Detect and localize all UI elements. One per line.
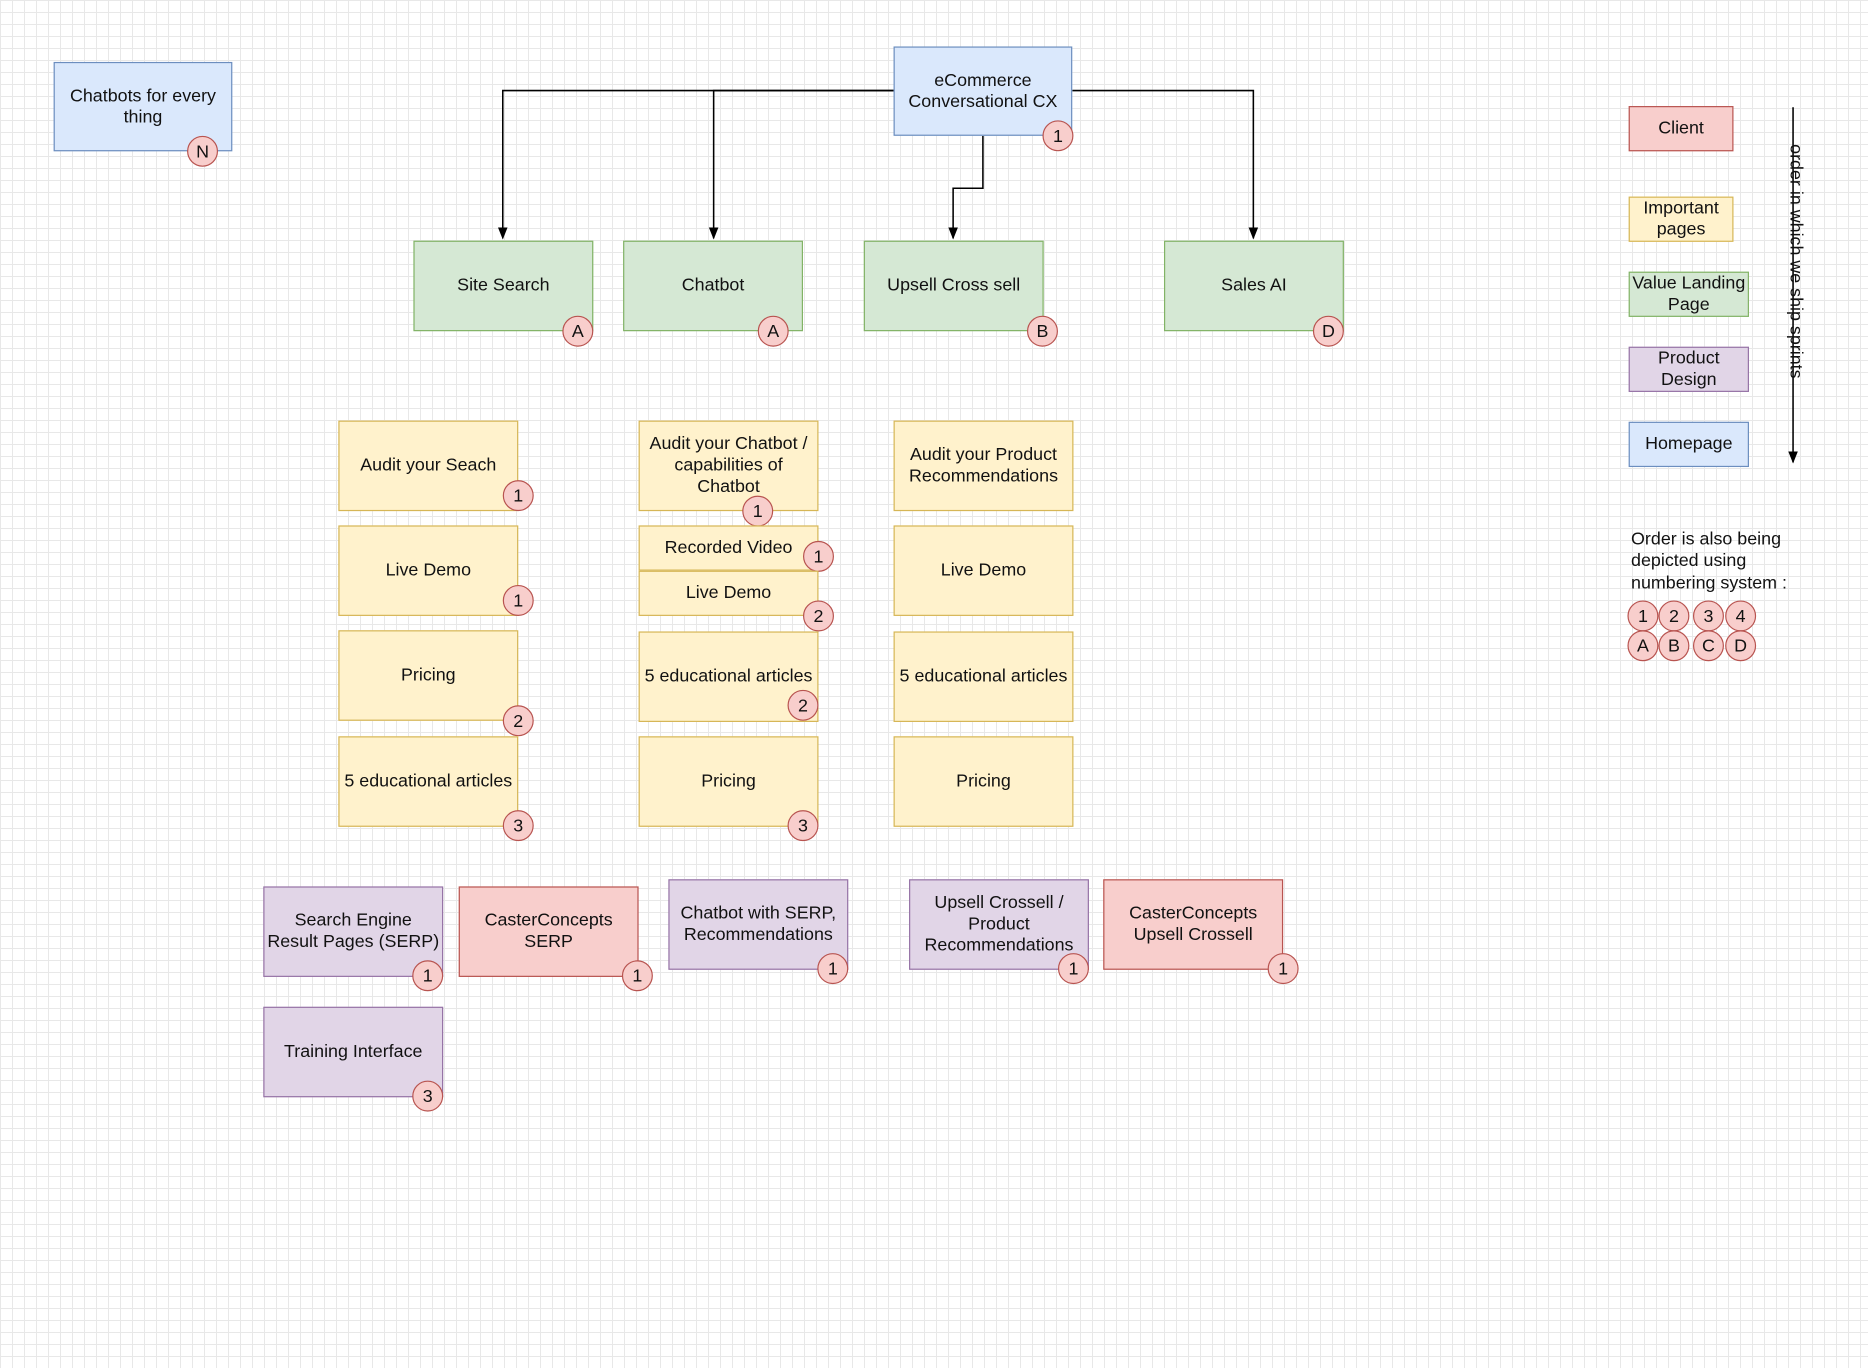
order-badge: N <box>187 135 219 167</box>
node-label: 5 educational articles <box>899 665 1068 687</box>
node-label: Chatbot with SERP, Recommendations <box>680 903 837 945</box>
legend-client: Client <box>1628 106 1734 152</box>
node-label: Chatbots for every thing <box>69 85 216 127</box>
node-upsell-cross-sell[interactable]: Upsell Cross sell <box>863 240 1044 332</box>
order-badge: 3 <box>412 1080 444 1112</box>
order-badge: B <box>1026 315 1058 347</box>
order-badge: 2 <box>803 600 834 632</box>
node-label: Pricing <box>400 664 456 686</box>
node-ss-live-demo[interactable]: Live Demo <box>338 525 519 616</box>
node-ss-audit[interactable]: Audit your Seach <box>338 420 519 512</box>
order-badge: 1 <box>817 953 849 985</box>
connector-layer <box>498 89 1798 464</box>
node-label: 5 educational articles <box>644 665 813 687</box>
legend-letter-badge: D <box>1725 630 1757 662</box>
node-label: Upsell Cross sell <box>887 275 1021 296</box>
order-badge: 1 <box>803 540 834 572</box>
node-label: Live Demo <box>940 559 1027 581</box>
order-badge: 1 <box>412 960 444 992</box>
legend-label: Important pages <box>1643 197 1719 240</box>
node-cb-audit[interactable]: Audit your Chatbot / capabilities of Cha… <box>638 420 819 512</box>
legend-letter-badge: B <box>1658 630 1690 662</box>
node-label: Search Engine Result Pages (SERP) <box>267 910 440 952</box>
order-badge: 1 <box>1267 953 1299 985</box>
legend-letter-badge: A <box>1627 630 1659 662</box>
order-badge: 1 <box>1042 120 1074 152</box>
sprint-order-label: order in which we ship sprints <box>1785 144 1807 379</box>
node-ss-articles[interactable]: 5 educational articles <box>338 736 519 827</box>
legend-label: Product Design <box>1658 347 1720 390</box>
node-label: Live Demo <box>385 559 472 581</box>
legend-number-badge: 2 <box>1658 600 1690 632</box>
node-label: Chatbot <box>681 275 745 296</box>
node-up-articles[interactable]: 5 educational articles <box>893 631 1074 722</box>
node-label: Audit your Chatbot / capabilities of Cha… <box>649 433 808 497</box>
node-label: Pricing <box>956 770 1011 792</box>
numbering-note: Order is also being depicted using numbe… <box>1631 528 1787 593</box>
node-cb-recorded-video[interactable]: Recorded Video <box>638 525 819 571</box>
node-upsell-recommendations[interactable]: Upsell Crossell / Product Recommendation… <box>909 879 1089 970</box>
node-casterconcepts-upsell[interactable]: CasterConcepts Upsell Crossell <box>1103 879 1284 970</box>
node-label: Audit your Product Recommendations <box>909 444 1059 487</box>
order-badge: 1 <box>502 584 534 616</box>
node-label: Live Demo <box>685 582 772 603</box>
edge-root-to-site-search <box>498 89 894 240</box>
order-badge: A <box>562 315 594 347</box>
node-site-search[interactable]: Site Search <box>413 240 594 332</box>
node-sales-ai[interactable]: Sales AI <box>1163 240 1344 332</box>
node-serp[interactable]: Search Engine Result Pages (SERP) <box>263 886 444 977</box>
order-badge: 3 <box>502 810 534 842</box>
order-badge: 1 <box>621 960 653 992</box>
legend-label: Client <box>1658 117 1704 139</box>
node-label: Audit your Seach <box>360 455 497 476</box>
node-label: Recorded Video <box>664 537 793 558</box>
legend-letter-badge: C <box>1692 630 1724 662</box>
node-label: Site Search <box>457 275 550 296</box>
order-badge: D <box>1312 315 1344 347</box>
node-up-audit[interactable]: Audit your Product Recommendations <box>893 420 1074 512</box>
node-chatbots-for-every-thing[interactable]: Chatbots for every thing <box>53 61 233 152</box>
node-label: Upsell Crossell / Product Recommendation… <box>924 892 1074 956</box>
node-label: eCommerce Conversational CX <box>908 69 1058 112</box>
order-badge: 1 <box>502 480 534 512</box>
edge-root-to-sales-ai <box>1072 89 1259 240</box>
node-chatbot-serp[interactable]: Chatbot with SERP, Recommendations <box>668 879 849 970</box>
node-label: CasterConcepts Upsell Crossell <box>1129 903 1258 945</box>
node-label: Pricing <box>701 770 756 792</box>
node-training-interface[interactable]: Training Interface <box>263 1006 444 1098</box>
node-cb-live-demo[interactable]: Live Demo <box>638 570 819 616</box>
order-badge: A <box>757 315 789 347</box>
legend-number-badge: 3 <box>1692 600 1724 632</box>
legend-homepage: Homepage <box>1628 421 1749 468</box>
node-label: Sales AI <box>1221 275 1287 296</box>
node-root[interactable]: eCommerce Conversational CX <box>893 46 1073 136</box>
legend-number-badge: 1 <box>1627 600 1659 632</box>
edge-root-to-upsell <box>948 135 984 240</box>
node-ss-pricing[interactable]: Pricing <box>338 630 519 721</box>
legend-label: Homepage <box>1645 433 1733 454</box>
node-label: CasterConcepts SERP <box>484 910 613 952</box>
order-badge: 2 <box>502 705 534 737</box>
edge-root-to-chatbot <box>708 89 894 240</box>
node-label: Training Interface <box>284 1041 423 1062</box>
node-up-live-demo[interactable]: Live Demo <box>893 525 1074 616</box>
order-badge: 1 <box>1057 953 1089 985</box>
order-badge: 3 <box>787 810 819 842</box>
node-casterconcepts-serp[interactable]: CasterConcepts SERP <box>458 886 639 977</box>
node-cb-pricing[interactable]: Pricing <box>638 736 819 827</box>
legend-number-badge: 4 <box>1725 600 1757 632</box>
legend-value-landing-page: Value Landing Page <box>1628 271 1749 317</box>
legend-label: Value Landing Page <box>1632 272 1746 315</box>
node-label: 5 educational articles <box>344 770 513 792</box>
order-badge: 1 <box>742 495 774 527</box>
legend-product-design: Product Design <box>1628 346 1749 392</box>
order-badge: 2 <box>787 689 819 721</box>
legend-important-pages: Important pages <box>1628 196 1734 242</box>
node-up-pricing[interactable]: Pricing <box>893 736 1074 827</box>
